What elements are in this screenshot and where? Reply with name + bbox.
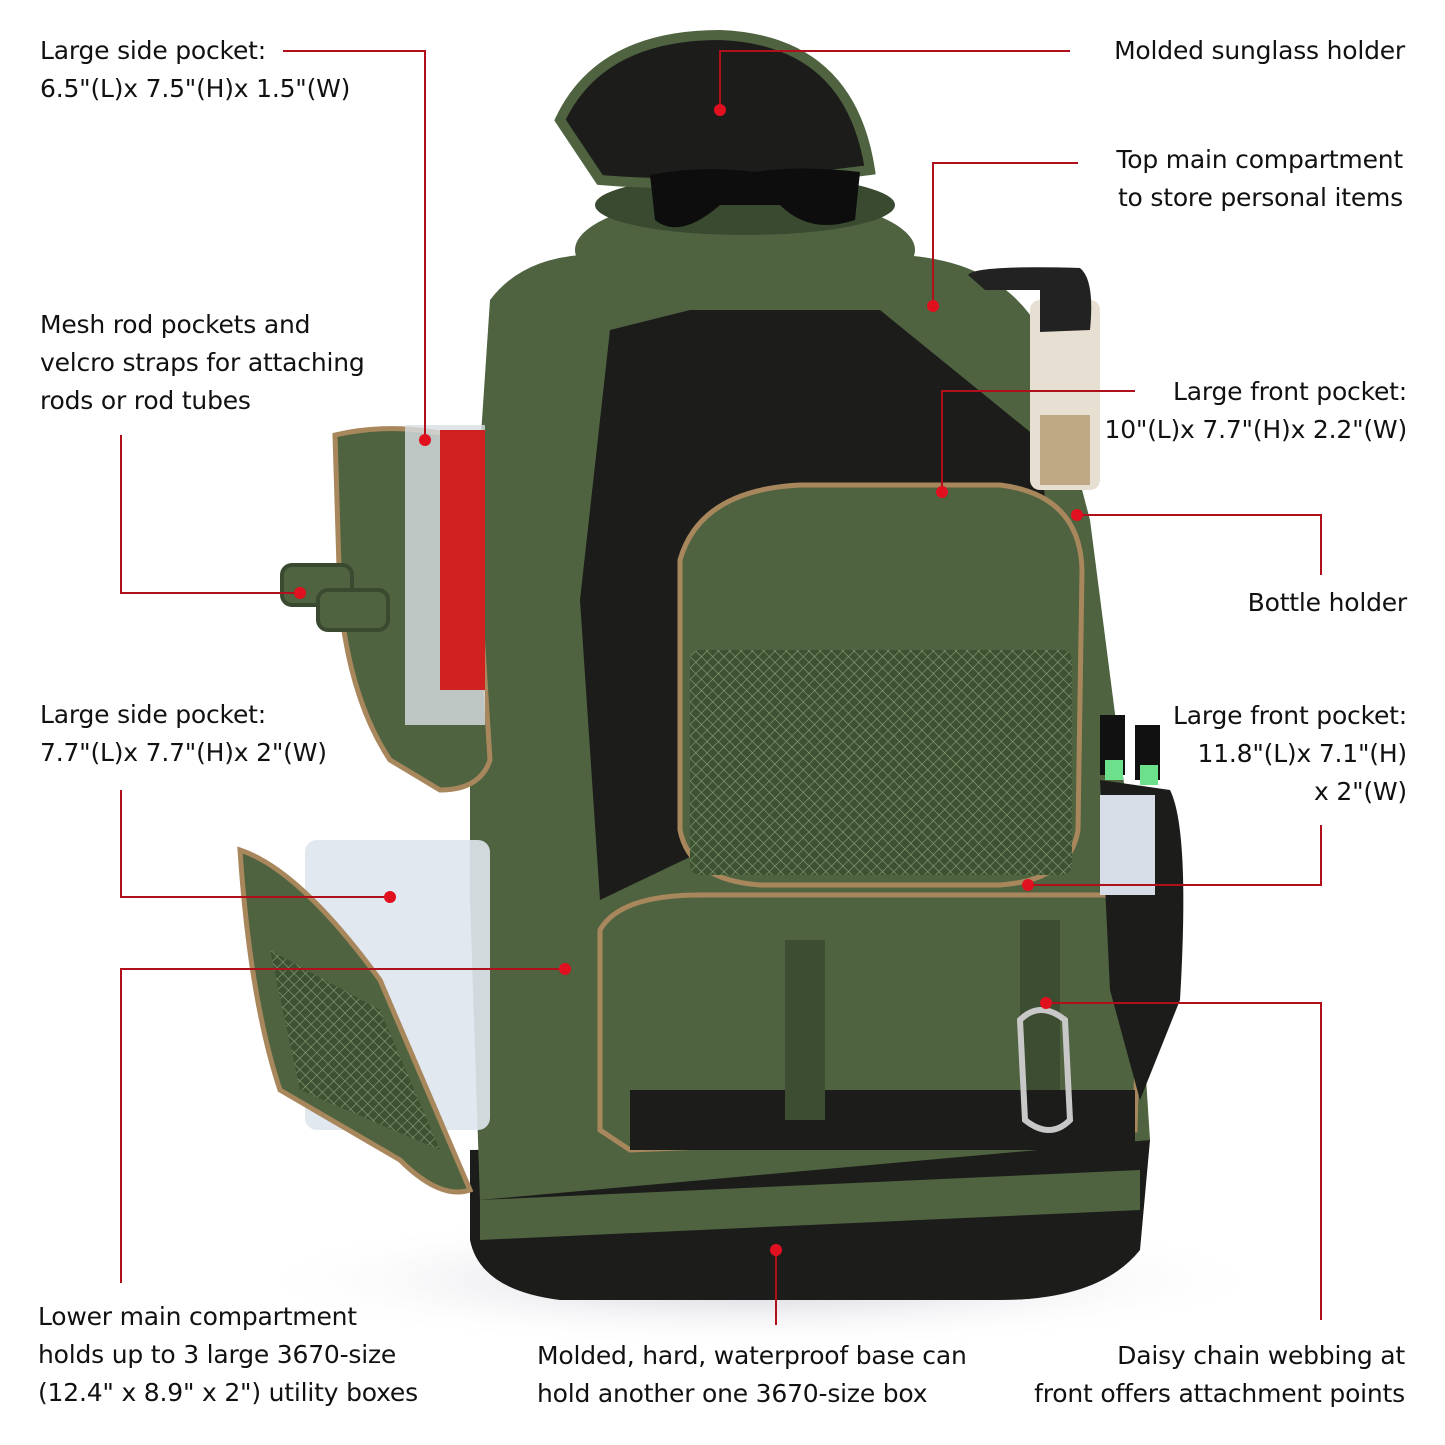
leader-lower-main xyxy=(120,968,565,1283)
daisy-chain-strap xyxy=(1020,920,1060,1090)
dot xyxy=(294,587,306,599)
callout-line: Molded, hard, waterproof base can xyxy=(537,1341,967,1370)
callout-line: Lower main compartment xyxy=(38,1302,357,1331)
callout-line: 10"(L)x 7.7"(H)x 2.2"(W) xyxy=(1104,415,1408,444)
dot xyxy=(559,963,571,975)
callout-side-pocket-small: Large side pocket: 6.5"(L)x 7.5"(H)x 1.5… xyxy=(40,32,350,108)
callout-line: to store personal items xyxy=(1117,183,1403,212)
callout-line: Large side pocket: xyxy=(40,700,266,729)
callout-line: velcro straps for attaching xyxy=(40,348,365,377)
daisy-chain-strap xyxy=(785,940,825,1120)
dot xyxy=(1040,997,1052,1009)
callout-dots xyxy=(294,104,1083,1256)
leader-side-pocket-large xyxy=(120,790,390,898)
leader-sunglass-holder xyxy=(719,50,1070,110)
dot xyxy=(714,104,726,116)
callout-line: rods or rod tubes xyxy=(40,386,251,415)
callout-line: Molded sunglass holder xyxy=(1114,36,1405,65)
callout-line: Mesh rod pockets and xyxy=(40,310,311,339)
dot xyxy=(419,434,431,446)
upper-mesh-pocket xyxy=(690,650,1072,875)
callout-line: Large front pocket: xyxy=(1172,701,1407,730)
callout-line: 7.7"(L)x 7.7"(H)x 2"(W) xyxy=(40,738,327,767)
callout-side-pocket-large: Large side pocket: 7.7"(L)x 7.7"(H)x 2"(… xyxy=(40,696,327,772)
callout-bottle-holder: Bottle holder xyxy=(1247,584,1408,622)
callout-line: 11.8"(L)x 7.1"(H) xyxy=(1197,739,1407,768)
callout-base: Molded, hard, waterproof base can hold a… xyxy=(537,1337,967,1413)
callout-line: hold another one 3670-size box xyxy=(537,1379,928,1408)
sunglasses xyxy=(650,168,860,228)
callout-line: 6.5"(L)x 7.5"(H)x 1.5"(W) xyxy=(40,74,351,103)
callout-sunglass-holder: Molded sunglass holder xyxy=(1114,32,1405,70)
leader-front-pocket-lower xyxy=(1028,825,1322,886)
dot xyxy=(1022,879,1034,891)
callout-mesh-rod: Mesh rod pockets and velcro straps for a… xyxy=(40,306,365,420)
red-tackle-box xyxy=(440,430,485,690)
callout-line: Daisy chain webbing at xyxy=(1117,1341,1405,1370)
callout-line: front offers attachment points xyxy=(1034,1379,1405,1408)
base-zipper-band xyxy=(480,1170,1140,1240)
dot xyxy=(936,486,948,498)
leader-daisy-chain xyxy=(1046,1002,1322,1320)
callout-daisy-chain: Daisy chain webbing at front offers atta… xyxy=(1034,1337,1405,1413)
callout-line: holds up to 3 large 3670-size xyxy=(38,1340,397,1369)
dot xyxy=(770,1244,782,1256)
callout-line: Bottle holder xyxy=(1247,588,1408,617)
dot xyxy=(384,891,396,903)
bottle-lid xyxy=(968,267,1092,332)
dot xyxy=(927,300,939,312)
carabiner xyxy=(1016,1007,1074,1133)
callout-line: Large side pocket: xyxy=(40,36,266,65)
callout-front-pocket-lower: Large front pocket: 11.8"(L)x 7.1"(H) x … xyxy=(1173,697,1407,811)
callout-line: x 2"(W) xyxy=(1314,777,1407,806)
callout-lower-main: Lower main compartment holds up to 3 lar… xyxy=(38,1298,418,1412)
callout-front-pocket-upper: Large front pocket: 10"(L)x 7.7"(H)x 2.2… xyxy=(1104,373,1408,449)
leader-bottle-holder xyxy=(1077,514,1322,575)
leader-lines xyxy=(120,50,1322,1325)
callout-line: Large front pocket: xyxy=(1172,377,1407,406)
callout-top-main: Top main compartment to store personal i… xyxy=(1116,141,1403,217)
leader-front-pocket-upper xyxy=(941,390,1135,492)
leader-mesh-rod xyxy=(120,435,300,594)
callout-line: (12.4" x 8.9" x 2") utility boxes xyxy=(38,1378,418,1407)
dot xyxy=(1071,509,1083,521)
leader-side-pocket-small xyxy=(283,50,426,440)
callout-line: Top main compartment xyxy=(1116,145,1403,174)
leader-top-main xyxy=(932,162,1078,306)
